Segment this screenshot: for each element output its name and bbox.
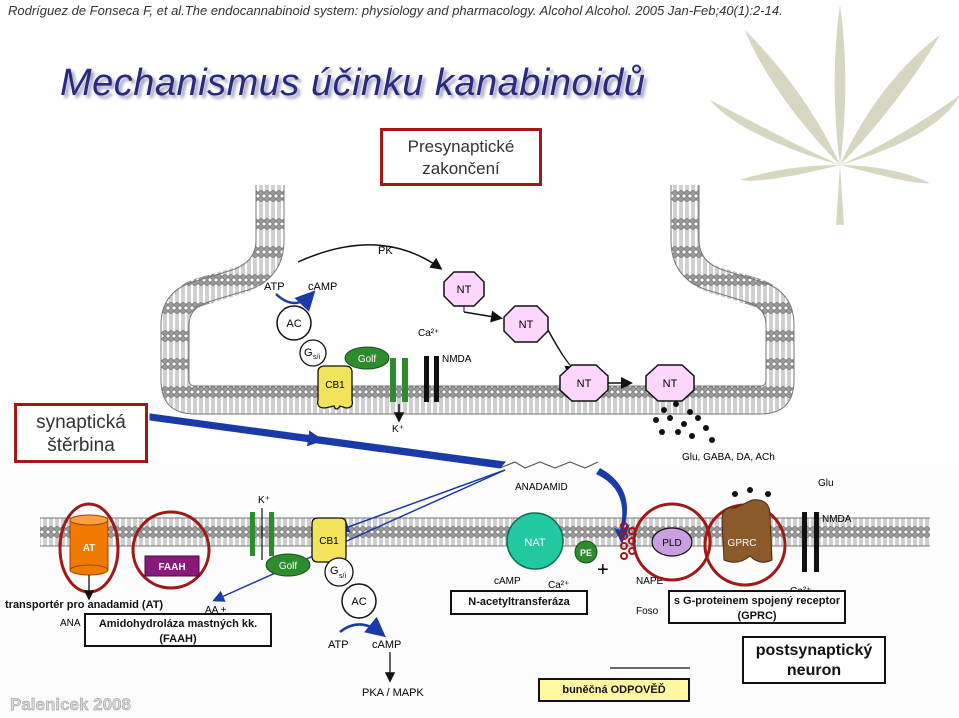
faah-desc-line2: (FAAH) bbox=[159, 633, 197, 645]
synaptic-cleft-label-box: synaptická štěrbina bbox=[14, 403, 148, 463]
nt-low2-label: NT bbox=[663, 378, 678, 390]
gprc-description-box: s G-proteinem spojený receptor (GPRC) bbox=[668, 590, 846, 624]
postsynaptic-label-line1: postsynaptický bbox=[755, 642, 873, 659]
golf-pre-label: Golf bbox=[358, 354, 377, 365]
page-title: Mechanismus účinku kanabinoidů bbox=[60, 62, 646, 104]
pe-molecule bbox=[574, 540, 598, 564]
g-pre-sub: s/i bbox=[313, 354, 320, 361]
nat-label: NAT bbox=[524, 537, 545, 549]
gprc-desc-line1: s G-proteinem spojený receptor bbox=[673, 595, 841, 607]
ca-post2-label: Ca²⁺ bbox=[548, 580, 569, 591]
ac-enzyme-pre bbox=[276, 305, 312, 341]
nat-enzyme bbox=[506, 512, 564, 570]
at-description: transportér pro anadamid (AT) bbox=[5, 599, 164, 611]
faah-highlight bbox=[131, 510, 211, 590]
anandamide-label: ANADAMID bbox=[515, 482, 568, 493]
atp-label: ATP bbox=[264, 281, 285, 293]
ac-post-label: AC bbox=[351, 596, 366, 608]
ac-enzyme-post bbox=[341, 583, 377, 619]
nape-label: NAPE bbox=[636, 576, 664, 587]
g-pre-label: G bbox=[304, 347, 313, 359]
postsynaptic-membrane bbox=[40, 517, 930, 547]
nt-low1-label: NT bbox=[577, 378, 592, 390]
cellular-response-box: buněčná ODPOVĚĎ bbox=[538, 678, 690, 702]
aa-label: AA + bbox=[205, 605, 227, 616]
synaptic-cleft-label-line1: synaptická bbox=[36, 412, 126, 433]
neurotransmitter-dots bbox=[653, 401, 715, 443]
synaptic-cleft-label-line2: štěrbina bbox=[47, 435, 115, 456]
gprc-receptor bbox=[721, 499, 773, 563]
cb1-post-label: CB1 bbox=[319, 536, 339, 547]
presynaptic-label-box: Presynaptické zakončení bbox=[380, 128, 542, 186]
presynaptic-membrane bbox=[160, 185, 795, 415]
pe-label: PE bbox=[580, 548, 592, 558]
cb1-receptor-post bbox=[311, 517, 347, 563]
presynaptic-label-line1: Presynaptické bbox=[407, 137, 515, 156]
pld-label: PLD bbox=[662, 538, 681, 549]
g-protein-pre bbox=[299, 339, 327, 367]
k-pre-label: K⁺ bbox=[392, 424, 404, 435]
golf-post bbox=[265, 553, 311, 577]
faah-label: FAAH bbox=[158, 562, 185, 573]
pld-enzyme bbox=[651, 527, 693, 557]
camp-post2-label: cAMP bbox=[494, 576, 521, 587]
camp-post-label: cAMP bbox=[372, 639, 401, 651]
credit-label: Palenicek 2008 bbox=[10, 695, 131, 714]
citation: Rodríguez de Fonseca F, et al.The endoca… bbox=[8, 3, 783, 18]
nt-vesicle-low2 bbox=[645, 364, 695, 402]
foso-label: Foso bbox=[636, 606, 659, 617]
pk-label: PK bbox=[378, 245, 393, 257]
camp-label: cAMP bbox=[308, 281, 337, 293]
nt-vesicle-low1 bbox=[559, 364, 609, 402]
faah-enzyme bbox=[144, 555, 200, 577]
nmda-post-label: NMDA bbox=[822, 514, 852, 525]
nt-list-label: Glu, GABA, DA, ACh bbox=[682, 452, 775, 463]
glu-dots bbox=[732, 487, 771, 497]
ca-pre-label: Ca²⁺ bbox=[418, 328, 439, 339]
gprc-desc-line2: (GPRC) bbox=[737, 610, 777, 622]
plus-sign: + bbox=[597, 559, 609, 581]
at-label: AT bbox=[83, 543, 96, 554]
anandamide-transporter: AT bbox=[58, 502, 120, 594]
k-post-label: K⁺ bbox=[258, 495, 270, 506]
ac-pre-label: AC bbox=[286, 318, 301, 330]
pld-highlight bbox=[632, 502, 712, 582]
atp-post-label: ATP bbox=[328, 639, 349, 651]
nt-mid-label: NT bbox=[519, 319, 534, 331]
faah-description-box: Amidohydroláza mastných kk. (FAAH) bbox=[84, 613, 272, 647]
nt-vesicle-mid bbox=[503, 305, 549, 343]
postsynaptic-label-box: postsynaptický neuron bbox=[742, 636, 886, 684]
postsynaptic-label-line2: neuron bbox=[786, 662, 842, 679]
cannabis-leaf-icon bbox=[710, 5, 959, 225]
gprc-label: GPRC bbox=[728, 538, 757, 549]
nat-description-box: N-acetyltransferáza bbox=[450, 590, 588, 615]
faah-desc-line1: Amidohydroláza mastných kk. bbox=[98, 618, 258, 630]
cb1-pre-label: CB1 bbox=[325, 380, 345, 391]
cb1-receptor-pre bbox=[317, 365, 354, 410]
glu-label: Glu bbox=[818, 478, 834, 489]
golf-post-label: Golf bbox=[279, 561, 298, 572]
nt-vesicle-top bbox=[443, 271, 485, 307]
golf-pre bbox=[344, 346, 390, 370]
ana-label: ANA bbox=[60, 618, 81, 629]
presynaptic-label-line2: zakončení bbox=[422, 159, 500, 178]
anandamide-molecule bbox=[499, 461, 599, 469]
g-post-label: G bbox=[330, 565, 339, 577]
nt-top-label: NT bbox=[457, 284, 472, 296]
pka-label: PKA / MAPK bbox=[362, 687, 424, 699]
g-post-sub: s/i bbox=[339, 573, 346, 580]
nmda-pre-label: NMDA bbox=[442, 354, 472, 365]
g-protein-post bbox=[324, 557, 354, 587]
